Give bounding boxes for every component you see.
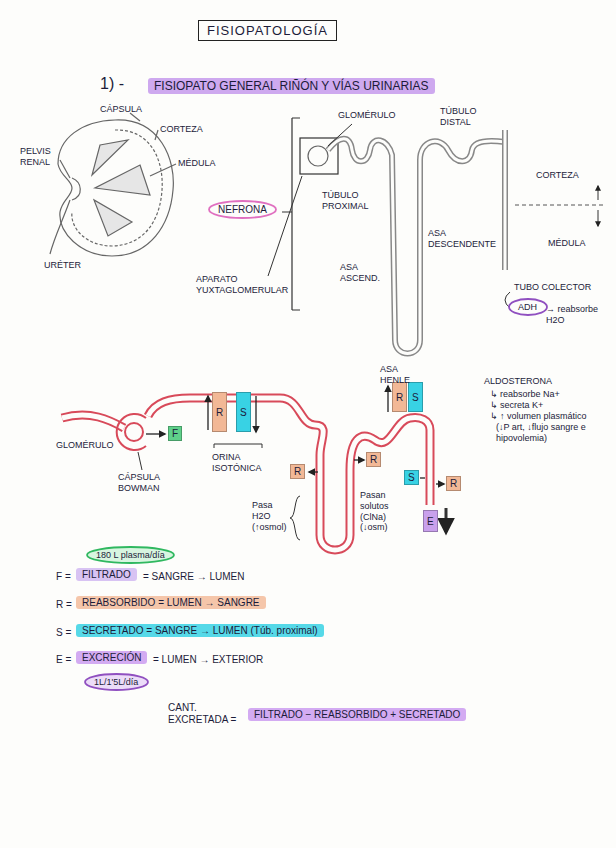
note-text: ↳ secreta K+ bbox=[490, 400, 543, 411]
oval-shape bbox=[87, 547, 174, 563]
formula-band: FILTRADO − REABSORBIDO + SECRETADO bbox=[248, 708, 466, 721]
part-label: ASA DESCENDENTE bbox=[428, 228, 492, 250]
node-text: FISIOPATO GENERAL RIÑÓN Y VÍAS URINARIAS bbox=[154, 79, 429, 93]
note-text: Pasan solutos (ClNa) (↓osm) bbox=[360, 490, 402, 533]
definition-text: = SANGRE → LUMEN bbox=[143, 571, 244, 583]
node-text: R bbox=[396, 392, 403, 403]
part-label: APARATO YUXTAGLOMERULAR bbox=[196, 274, 266, 296]
note-text: → reabsorbe H2O bbox=[546, 304, 608, 326]
formula-label: CANT. EXCRETADA = bbox=[168, 702, 244, 726]
reabsorption-mark: R bbox=[392, 382, 407, 412]
kidney-drawing bbox=[50, 113, 176, 256]
node-text: S bbox=[240, 407, 247, 418]
part-label: TÚBULO PROXIMAL bbox=[322, 190, 384, 212]
node-text: R bbox=[216, 407, 223, 418]
part-label: PELVIS RENAL bbox=[20, 146, 58, 168]
term-band: EXCRECIÓN bbox=[76, 651, 147, 664]
oval-shape bbox=[509, 299, 547, 315]
note-text: ↳ reabsorbe Na+ bbox=[490, 389, 560, 400]
part-label: CORTEZA bbox=[160, 124, 203, 135]
note-heading: ALDOSTERONA bbox=[484, 376, 552, 387]
node-text: FILTRADO − REABSORBIDO + SECRETADO bbox=[254, 709, 460, 720]
adh-circle: ADH bbox=[508, 298, 547, 316]
oval-shape bbox=[85, 674, 148, 690]
node-text: E bbox=[427, 516, 434, 527]
node-text: FILTRADO bbox=[82, 569, 131, 580]
node-text: EXCRECIÓN bbox=[82, 652, 141, 663]
note-text: ↳ ↑ volumen plasmático bbox=[490, 411, 587, 422]
reabsorption-mark: R bbox=[290, 464, 305, 479]
node-text: R bbox=[370, 454, 377, 465]
node-text: 1L/1'5L/día bbox=[94, 677, 138, 687]
section-heading: FISIOPATO GENERAL RIÑÓN Y VÍAS URINARIAS bbox=[148, 78, 435, 94]
part-label: CORTEZA bbox=[536, 170, 579, 181]
part-label: ASA HENLE bbox=[380, 364, 430, 386]
part-label: MÉDULA bbox=[178, 158, 216, 169]
term-band: SECRETADO = SANGRE → LUMEN (Túb. proxima… bbox=[76, 624, 324, 637]
volume-oval: 1L/1'5L/día bbox=[84, 673, 148, 691]
symbol-label: R = bbox=[56, 599, 72, 611]
part-label: GLOMÉRULO bbox=[338, 110, 396, 121]
volume-oval: 180 L plasma/día bbox=[86, 546, 175, 564]
part-label: URÉTER bbox=[44, 260, 81, 271]
reabsorption-mark: R bbox=[446, 476, 461, 491]
term-band: REABSORBIDO = LUMEN → SANGRE bbox=[76, 596, 266, 609]
node-text: F bbox=[172, 428, 178, 439]
node-text: NEFRONA bbox=[218, 204, 267, 215]
part-label: MÉDULA bbox=[548, 238, 586, 249]
page-title: FISIOPATOLOGÍA bbox=[198, 20, 337, 41]
note-text: Pasa H2O (↑osmol) bbox=[252, 500, 288, 532]
reabsorption-mark: R bbox=[366, 452, 381, 467]
node-text: R bbox=[450, 478, 457, 489]
excretion-mark: E bbox=[423, 510, 438, 532]
part-label: ASA ASCEND. bbox=[340, 262, 386, 284]
secretion-mark: S bbox=[236, 392, 251, 432]
part-label: GLOMÉRULO bbox=[56, 440, 114, 451]
part-label: CÁPSULA BOWMAN bbox=[118, 472, 170, 494]
node-text: R bbox=[294, 466, 301, 477]
oval-shape bbox=[209, 201, 276, 218]
definition-text: = LUMEN → EXTERIOR bbox=[153, 654, 263, 666]
nefrona-oval: NEFRONA bbox=[208, 200, 277, 219]
term-band: FILTRADO bbox=[76, 568, 137, 581]
part-label: ORINA ISOTÓNICA bbox=[212, 452, 268, 474]
secretion-mark: S bbox=[404, 470, 419, 485]
reabsorption-mark: R bbox=[212, 392, 227, 432]
part-label: TUBO COLECTOR bbox=[514, 282, 591, 293]
section-number: 1) - bbox=[100, 74, 124, 93]
symbol-label: E = bbox=[56, 654, 71, 666]
symbol-label: S = bbox=[56, 627, 71, 639]
node-text: SECRETADO = SANGRE → LUMEN (Túb. proxima… bbox=[82, 625, 318, 636]
filtration-mark: F bbox=[168, 426, 182, 441]
symbol-label: F = bbox=[56, 571, 71, 583]
node-text: ADH bbox=[518, 302, 537, 312]
note-text: (↓P art, ↓flujo sangre e hipovolemia) bbox=[496, 422, 604, 444]
part-label: TÚBULO DISTAL bbox=[440, 106, 492, 128]
secretion-mark: S bbox=[408, 382, 423, 412]
node-text: S bbox=[408, 472, 415, 483]
part-label: CÁPSULA bbox=[100, 104, 142, 115]
node-text: REABSORBIDO = LUMEN → SANGRE bbox=[82, 597, 260, 608]
node-text: 180 L plasma/día bbox=[96, 550, 165, 560]
node-text: S bbox=[412, 392, 419, 403]
nephron-flow-drawing bbox=[62, 386, 446, 550]
